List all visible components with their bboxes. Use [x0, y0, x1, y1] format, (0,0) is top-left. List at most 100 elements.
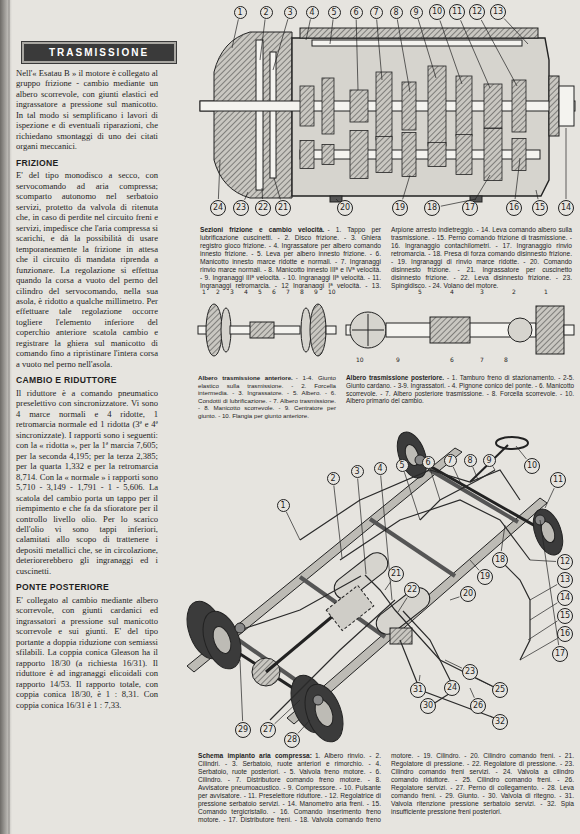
callout-text: 24 [213, 203, 223, 212]
callout-text: 4 [377, 464, 382, 473]
section-heading: PONTE POSTERIORE [16, 582, 158, 592]
callout-text: 13 [560, 575, 570, 584]
callout-number: 3 [351, 465, 364, 478]
leader-line [397, 19, 410, 92]
section-title: TRASMISSIONE [49, 47, 149, 58]
leader-line [330, 19, 333, 44]
callout-text: 6 [353, 8, 358, 17]
callout-number: 12 [469, 4, 485, 20]
caption: Sezioni frizione e cambio velocità.- 1. … [200, 226, 572, 290]
caption-heading: Schema impianto aria compressa: [198, 752, 312, 759]
callout-number: 17 [462, 200, 478, 216]
leader-line [275, 700, 300, 724]
leader-line [504, 19, 528, 44]
leader-line [404, 472, 420, 520]
callout-number: 10 [429, 4, 445, 20]
callout-number: 7 [444, 454, 457, 467]
callout-text: 5 [331, 8, 336, 17]
leader-line [430, 469, 440, 500]
chassis-air-system [180, 428, 569, 747]
callout-number: 14 [558, 200, 574, 216]
callout-number: 14 [557, 590, 573, 606]
callout-text: 7 [373, 8, 378, 17]
callout-number: 30 [420, 698, 436, 714]
callout-number: 16 [557, 626, 573, 642]
callout-number: 18 [492, 552, 508, 568]
callout-number: 24 [210, 200, 226, 216]
body-paragraph: E' collegato al cambio mediante albero s… [16, 595, 158, 710]
callout-number: 5 [417, 288, 423, 295]
callout-text: 20 [340, 203, 350, 212]
leader-line [298, 720, 310, 733]
caption-heading: Albero trasmissione anteriore. [198, 374, 293, 381]
callout-number: 9 [313, 288, 319, 295]
callout-number: 22 [255, 200, 271, 216]
callout-text: 6 [425, 458, 430, 467]
leader-line [530, 603, 557, 620]
callout-number: 18 [424, 200, 440, 216]
callout-text: 7 [447, 456, 452, 465]
leader-line [475, 175, 490, 200]
callout-number: 21 [388, 566, 404, 582]
callout-text: 21 [391, 569, 401, 578]
callout-number: 2 [511, 288, 517, 295]
callout-number: 27 [260, 722, 276, 738]
leader-line [461, 20, 490, 88]
callout-number: 23 [233, 200, 249, 216]
callout-number: 19 [477, 569, 493, 585]
callout-number: 2 [260, 6, 273, 19]
callout-number: 32 [492, 714, 508, 730]
callout-number: 8 [503, 356, 509, 363]
callout-number: 6 [422, 456, 435, 469]
callout-number: 31 [410, 682, 426, 698]
caption: Albero trasmissione anteriore.- 1-4. Giu… [198, 374, 336, 419]
leader-line [493, 466, 495, 470]
callout-text: 14 [561, 203, 571, 212]
callout-number: 21 [275, 200, 291, 216]
leader-line [334, 485, 342, 558]
leader-line [245, 192, 248, 200]
callout-text: 27 [263, 725, 273, 734]
callout-text: 19 [395, 203, 405, 212]
callout-text: 16 [560, 629, 570, 638]
leader-line [536, 190, 538, 199]
leader-line [501, 525, 505, 551]
leader-line [475, 678, 492, 686]
callout-text: 22 [407, 585, 417, 594]
leader-line [358, 478, 366, 574]
callout-number: 24 [444, 680, 460, 696]
callout-text: 15 [560, 611, 570, 620]
callout-number: 11 [550, 472, 566, 488]
callout-number: 6 [271, 288, 277, 295]
callout-number: 4 [374, 462, 387, 475]
page-edge [9, 0, 10, 834]
callout-number: 13 [557, 572, 573, 588]
callout-number: 4 [306, 6, 319, 19]
callout-text: 21 [278, 203, 288, 212]
leader-line [450, 597, 459, 600]
callout-text: 23 [465, 667, 475, 676]
leader-line [274, 178, 280, 199]
callout-text: 22 [258, 203, 268, 212]
leader-line [419, 675, 421, 681]
leader-line [516, 446, 526, 459]
leader-line [385, 581, 391, 590]
callout-number: 8 [390, 6, 403, 19]
callout-text: 10 [527, 461, 537, 470]
text-column: Nell'« Esatau B » il motore è collegato … [16, 68, 158, 715]
callout-text: 11 [452, 7, 462, 16]
callout-text: 1 [237, 8, 242, 17]
callout-text: 12 [472, 7, 482, 16]
caption-text: - 1. Tappo per lubrificazione cuscinetti… [200, 226, 572, 289]
callout-text: 17 [465, 203, 475, 212]
callout-number: 23 [462, 664, 478, 680]
callout-number: 5 [257, 288, 263, 295]
callout-text: 16 [509, 203, 519, 212]
leader-line [545, 488, 554, 508]
callout-number: 8 [299, 288, 305, 295]
callout-text: 3 [287, 8, 292, 17]
section-heading: CAMBIO E RIDUTTORE [16, 375, 158, 385]
callout-text: 18 [495, 555, 505, 564]
callout-number: 6 [350, 6, 363, 19]
callout-number: 25 [492, 682, 508, 698]
